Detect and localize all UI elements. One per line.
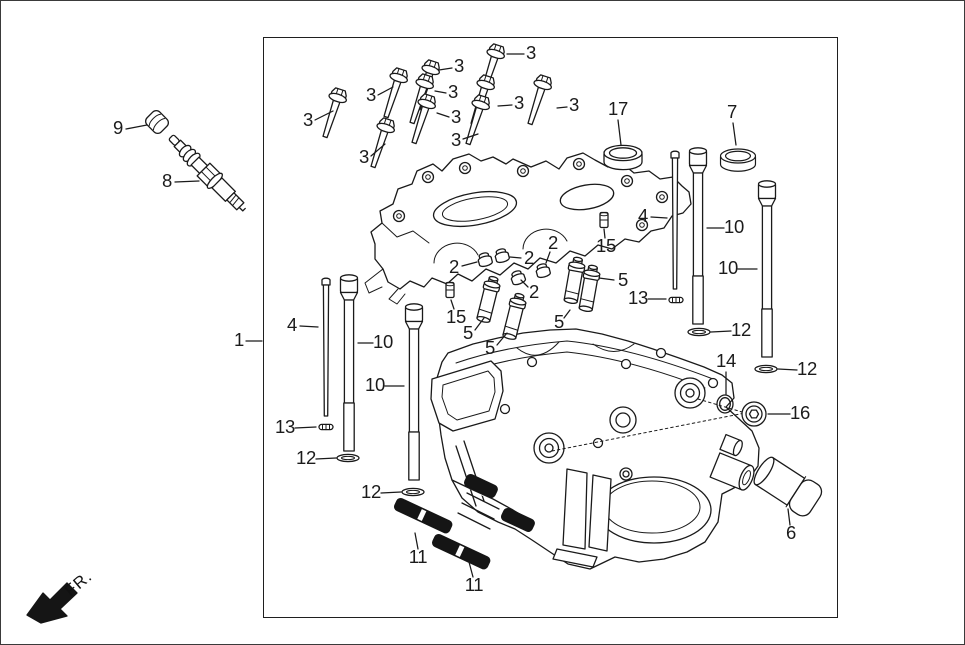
part-label-3: 3 (526, 42, 536, 64)
spark-plug-cap-graphic (144, 109, 170, 135)
part-label-17: 17 (608, 98, 628, 120)
leader-line-12 (710, 330, 732, 333)
part-label-12: 12 (797, 358, 817, 380)
leader-line-12 (380, 491, 402, 494)
part-label-4: 4 (638, 205, 648, 227)
leader-line-3 (436, 112, 450, 118)
leader-line-12 (315, 457, 337, 460)
part-label-10: 10 (373, 331, 393, 353)
leader-line-11 (414, 532, 419, 550)
part-label-12: 12 (296, 447, 316, 469)
part-label-13: 13 (275, 416, 295, 438)
part-label-9: 9 (113, 117, 123, 139)
leader-line-6 (787, 508, 791, 526)
part-label-14: 14 (716, 350, 736, 372)
leader-line-8 (174, 180, 200, 183)
leader-line-12 (777, 368, 798, 371)
leader-line-2 (461, 261, 478, 267)
part-label-3: 3 (359, 146, 369, 168)
camshaft-holder-drawing (364, 152, 692, 305)
leader-line-3 (314, 110, 334, 121)
cap-fitting-graphic (753, 456, 823, 517)
part-label-15: 15 (446, 306, 466, 328)
part-label-11: 11 (408, 546, 428, 568)
part-label-5: 5 (554, 311, 564, 333)
part-label-3: 3 (303, 109, 313, 131)
socket-plug-graphic (741, 401, 767, 427)
leader-line-5 (598, 277, 615, 281)
part-label-4: 4 (287, 314, 297, 336)
leader-line-2 (545, 251, 551, 264)
leader-line-2 (520, 279, 529, 288)
plug-and-washer-group (716, 394, 823, 517)
part-label-13: 13 (628, 287, 648, 309)
part-label-3: 3 (514, 92, 524, 114)
leader-line-3 (434, 90, 447, 94)
part-label-2: 2 (548, 232, 558, 254)
leader-line-3 (370, 143, 386, 157)
leader-lines-group (125, 53, 798, 578)
part-label-3: 3 (448, 81, 458, 103)
part-label-10: 10 (724, 216, 744, 238)
part-label-7: 7 (727, 101, 737, 123)
fr-direction-arrow (26, 582, 78, 624)
part-label-3: 3 (569, 94, 579, 116)
leader-line-3 (497, 104, 513, 107)
part-label-3: 3 (454, 55, 464, 77)
seal-rings-group (603, 144, 757, 172)
leader-line-9 (125, 124, 148, 130)
part-label-5: 5 (618, 269, 628, 291)
part-label-5: 5 (463, 322, 473, 344)
part-label-6: 6 (786, 522, 796, 544)
leader-line-17 (617, 119, 622, 146)
leader-line-2 (509, 256, 522, 259)
leader-line-5 (563, 309, 571, 319)
leader-line-3 (377, 86, 394, 96)
part-label-15: 15 (596, 235, 616, 257)
part-label-10: 10 (365, 374, 385, 396)
leader-line-4 (650, 216, 668, 219)
part-label-10: 10 (718, 257, 738, 279)
leader-line-7 (732, 122, 737, 146)
leader-line-3 (556, 106, 568, 109)
part-label-16: 16 (790, 402, 810, 424)
part-label-2: 2 (449, 256, 459, 278)
part-label-2: 2 (529, 281, 539, 303)
part-label-1: 1 (234, 329, 244, 351)
part-label-3: 3 (451, 129, 461, 151)
part-label-8: 8 (162, 170, 172, 192)
leader-line-3 (462, 133, 479, 140)
leader-line-15 (450, 299, 455, 310)
leader-line-13 (294, 426, 317, 429)
part-label-3: 3 (451, 106, 461, 128)
sealing-washer-graphic (716, 394, 734, 414)
leader-line-3 (438, 67, 453, 71)
part-label-3: 3 (366, 84, 376, 106)
leader-line-4 (299, 325, 319, 328)
leader-line-5 (496, 332, 508, 346)
part-label-12: 12 (731, 319, 751, 341)
leader-line-11 (468, 561, 474, 578)
part-label-5: 5 (485, 337, 495, 359)
leader-line-15 (603, 228, 606, 239)
part-label-11: 11 (464, 574, 484, 596)
spark-plug-graphic (168, 134, 246, 212)
part-label-12: 12 (361, 481, 381, 503)
leader-line-5 (474, 317, 485, 331)
cylinder-head-drawing (430, 328, 760, 570)
part-label-2: 2 (524, 247, 534, 269)
